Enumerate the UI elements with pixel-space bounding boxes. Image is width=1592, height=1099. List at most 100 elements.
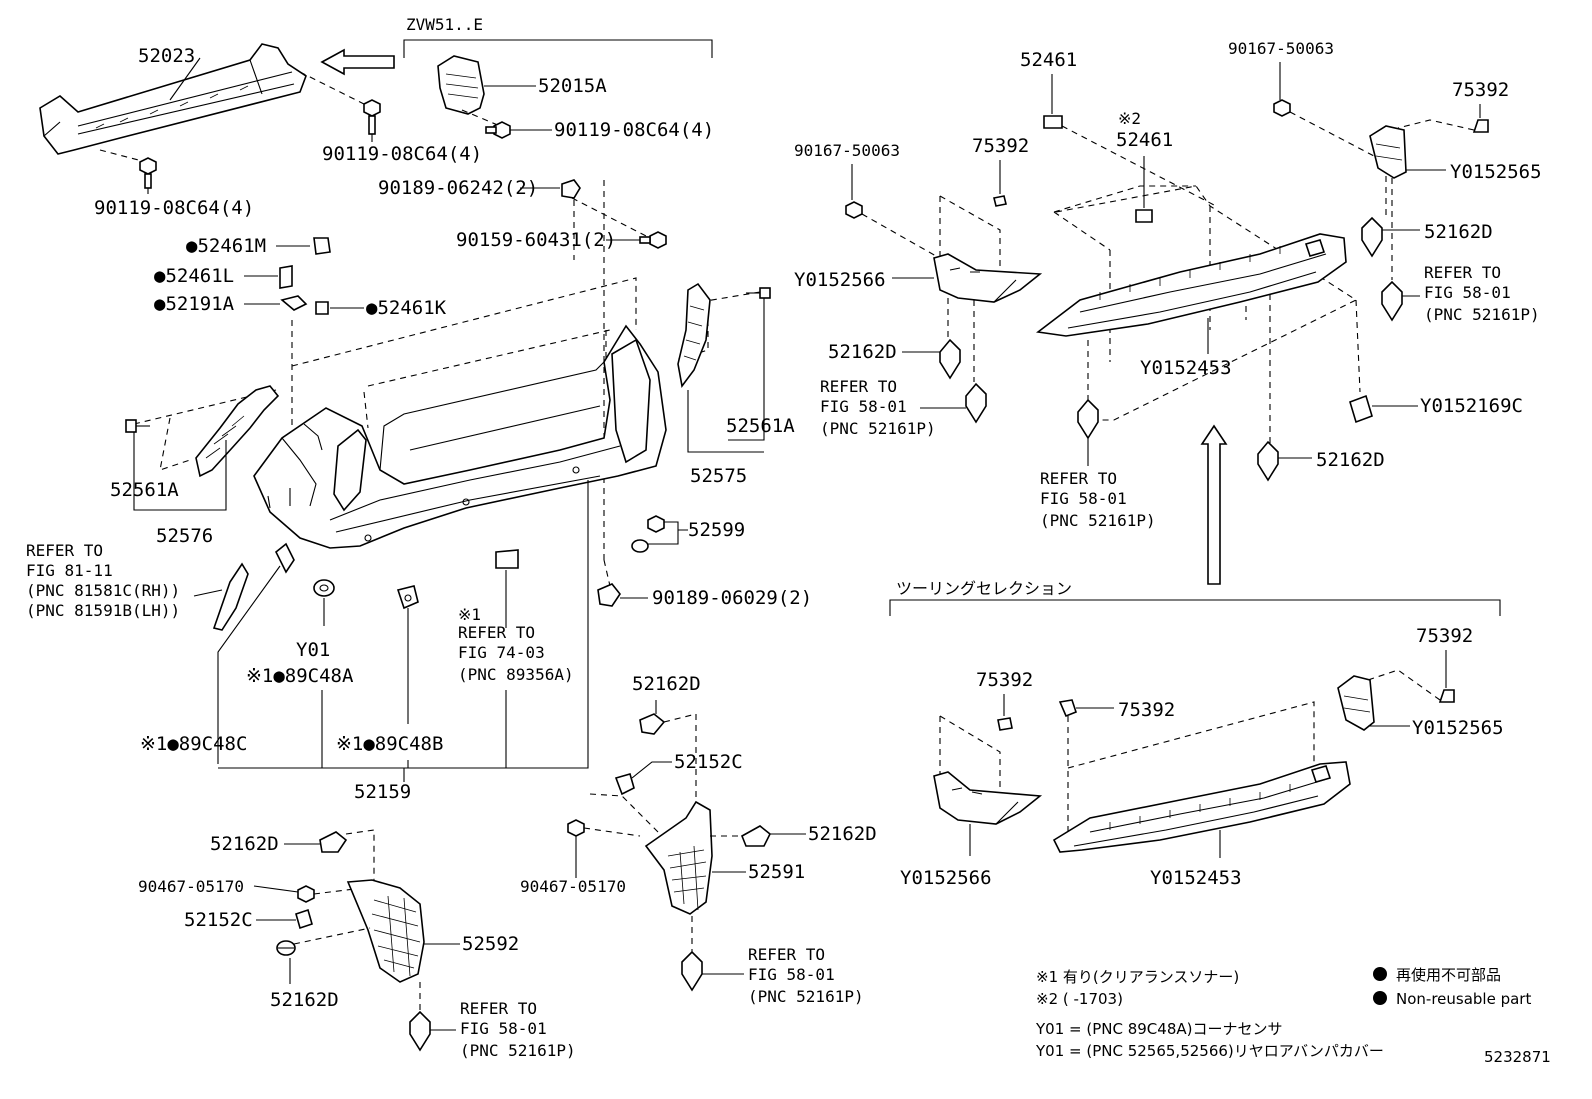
note-3: Y01 = (PNC 89C48A)コーナセンサ: [1035, 1020, 1282, 1038]
label-52561A-left: 52561A: [110, 479, 179, 501]
ref81-line1: REFER TO: [26, 541, 103, 560]
ref58c-line2: FIG 58-01: [1424, 283, 1511, 302]
mudguard-52592: [346, 879, 425, 983]
label-52592: 52592: [462, 933, 519, 955]
ref58c-line1: REFER TO: [1424, 263, 1501, 282]
label-75392-d: 75392: [1118, 699, 1175, 721]
clip-icon: [965, 382, 987, 424]
clip-icon: [276, 940, 296, 956]
label-y0152565-b: Y0152565: [1412, 717, 1504, 739]
sensor-icon: [313, 579, 335, 597]
label-52461K: ●52461K: [366, 297, 447, 319]
touring-bracket: [889, 599, 1501, 616]
screw-icon: [297, 885, 315, 903]
pad-icon: [1472, 119, 1489, 133]
pad-icon: [279, 265, 293, 289]
legend-jp: 再使用不可部品: [1396, 966, 1501, 984]
non-reusable-dot-icon: [1373, 967, 1387, 981]
label-52591: 52591: [748, 861, 805, 883]
rear-bumper-cover-y0152565: [1369, 125, 1407, 179]
ref58e-line3: (PNC 52161P): [1040, 511, 1156, 530]
figure-code: 5232871: [1484, 1048, 1551, 1066]
label-90167-b: 90167-50063: [794, 141, 900, 160]
label-75392-b: 75392: [972, 135, 1029, 157]
label-90189-06029: 90189-06029(2): [652, 587, 812, 609]
ref81-line4: (PNC 81591B(LH)): [26, 601, 180, 620]
label-52023: 52023: [138, 45, 195, 67]
label-variant: ZVW51..E: [406, 15, 483, 34]
clip-icon: [639, 713, 666, 735]
bolt-icon: [99, 149, 157, 189]
screw-icon: [631, 515, 665, 553]
rear-bumper-cover-52159: [253, 324, 667, 549]
bumper-side-bracket-52576: [195, 385, 280, 478]
nut-icon: [1273, 99, 1291, 117]
bolt-icon: [461, 109, 511, 139]
ref74-mark: ※1: [458, 605, 481, 624]
label-52162D-e: 52162D: [1424, 221, 1493, 243]
pad-icon: [1043, 115, 1063, 129]
label-90119-b: 90119-08C64(4): [322, 143, 482, 165]
clip-icon: [1257, 440, 1279, 482]
ref74-line1: REFER TO: [458, 623, 535, 642]
label-90159: 90159-60431(2): [456, 229, 616, 251]
pad-icon: [1438, 689, 1455, 703]
ref58a-line3: (PNC 52161P): [748, 987, 864, 1006]
label-52159: 52159: [354, 781, 411, 803]
pad-icon: [1135, 209, 1153, 223]
label-y01: Y01: [296, 639, 330, 661]
ref58d-line1: REFER TO: [820, 377, 897, 396]
label-y0152169C: Y0152169C: [1420, 395, 1523, 417]
label-52152C-b: 52152C: [184, 909, 253, 931]
pad-icon: [1058, 699, 1077, 718]
ref58e-line1: REFER TO: [1040, 469, 1117, 488]
ref74-line3: (PNC 89356A): [458, 665, 574, 684]
ref58a-line1: REFER TO: [748, 945, 825, 964]
direction-arrow-up: [1200, 424, 1228, 585]
clip-icon: [409, 1010, 431, 1052]
bolt-icon: [299, 71, 381, 135]
bumper-side-bracket-52575: [677, 282, 711, 388]
label-y0152565-a: Y0152565: [1450, 161, 1542, 183]
label-90119-c: 90119-08C64(4): [94, 197, 254, 219]
label-89C48A: ※1●89C48A: [246, 665, 354, 687]
rear-bumper-cover-y0152565-b: [1337, 675, 1375, 731]
clip-icon: [597, 583, 621, 607]
clip-icon: [1381, 280, 1403, 322]
cap-icon: [1349, 394, 1373, 424]
ref58a-line2: FIG 58-01: [748, 965, 835, 984]
pad-icon: [997, 717, 1013, 731]
ref58e-line2: FIG 58-01: [1040, 489, 1127, 508]
ref58b-line1: REFER TO: [460, 999, 537, 1018]
ref58d-line2: FIG 58-01: [820, 397, 907, 416]
reflector-icon: [212, 562, 249, 631]
rear-lower-cover-y0152566-b: [933, 771, 1043, 825]
label-89C48B: ※1●89C48B: [336, 733, 443, 755]
screw-icon: [746, 287, 771, 299]
clip-icon: [319, 831, 348, 853]
label-90189-06242: 90189-06242(2): [378, 177, 538, 199]
label-52461-b: 52461: [1116, 129, 1173, 151]
clip-icon: [614, 773, 635, 796]
ref58c-line3: (PNC 52161P): [1424, 305, 1540, 324]
ref58b-line2: FIG 58-01: [460, 1019, 547, 1038]
label-52162D-g: 52162D: [1316, 449, 1385, 471]
label-touring: ツーリングセレクション: [896, 579, 1072, 598]
ref58b-line3: (PNC 52161P): [460, 1041, 576, 1060]
note-4: Y01 = (PNC 52565,52566)リヤロアバンパカバー: [1035, 1042, 1384, 1060]
label-y0152566-a: Y0152566: [794, 269, 886, 291]
label-52162D-f: 52162D: [828, 341, 897, 363]
bumper-reinforcement-52023: [39, 43, 307, 155]
label-52576: 52576: [156, 525, 213, 547]
label-90467-b: 90467-05170: [138, 877, 244, 896]
nut-icon: [845, 201, 863, 219]
label-90119-a: 90119-08C64(4): [554, 119, 714, 141]
non-reusable-dot-icon: [1373, 991, 1387, 1005]
label-52015A: 52015A: [538, 75, 607, 97]
label-52461L: ●52461L: [154, 265, 234, 287]
label-y0152453-a: Y0152453: [1140, 357, 1232, 379]
rear-lower-garnish-y0152453-b: [1052, 761, 1351, 853]
label-52162D-c: 52162D: [210, 833, 279, 855]
label-52191A: ●52191A: [154, 293, 235, 315]
variant-bracket: [403, 39, 713, 58]
